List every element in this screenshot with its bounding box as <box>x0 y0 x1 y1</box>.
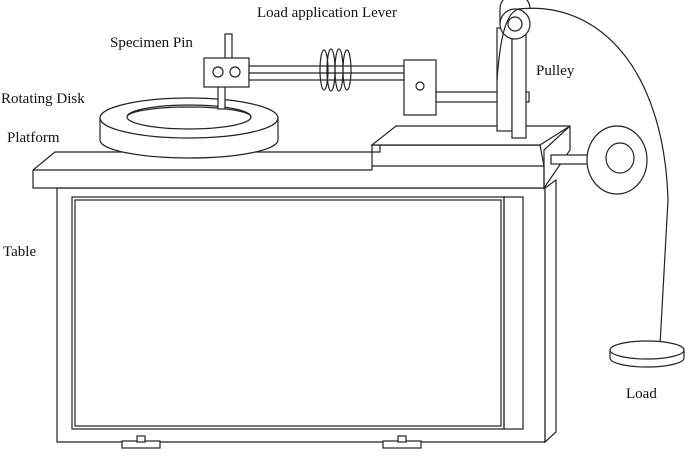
table-label: Table <box>3 244 36 260</box>
rotating-disk <box>99 97 279 159</box>
load-label: Load <box>626 386 657 402</box>
load-lever <box>248 48 530 116</box>
pulley-label: Pulley <box>536 63 575 79</box>
rotating-disk-label: Rotating Disk <box>1 91 85 107</box>
specimen-pin-assembly <box>203 33 250 110</box>
side-pulley <box>550 125 648 195</box>
pulley-stand <box>496 0 531 139</box>
specimen-pin-label: Specimen Pin <box>110 35 193 51</box>
load-cord <box>496 7 669 346</box>
load-weight <box>609 340 685 368</box>
table <box>56 178 557 444</box>
table-feet <box>121 435 422 449</box>
load-lever-label: Load application Lever <box>257 5 397 21</box>
platform-label: Platform <box>7 130 60 146</box>
